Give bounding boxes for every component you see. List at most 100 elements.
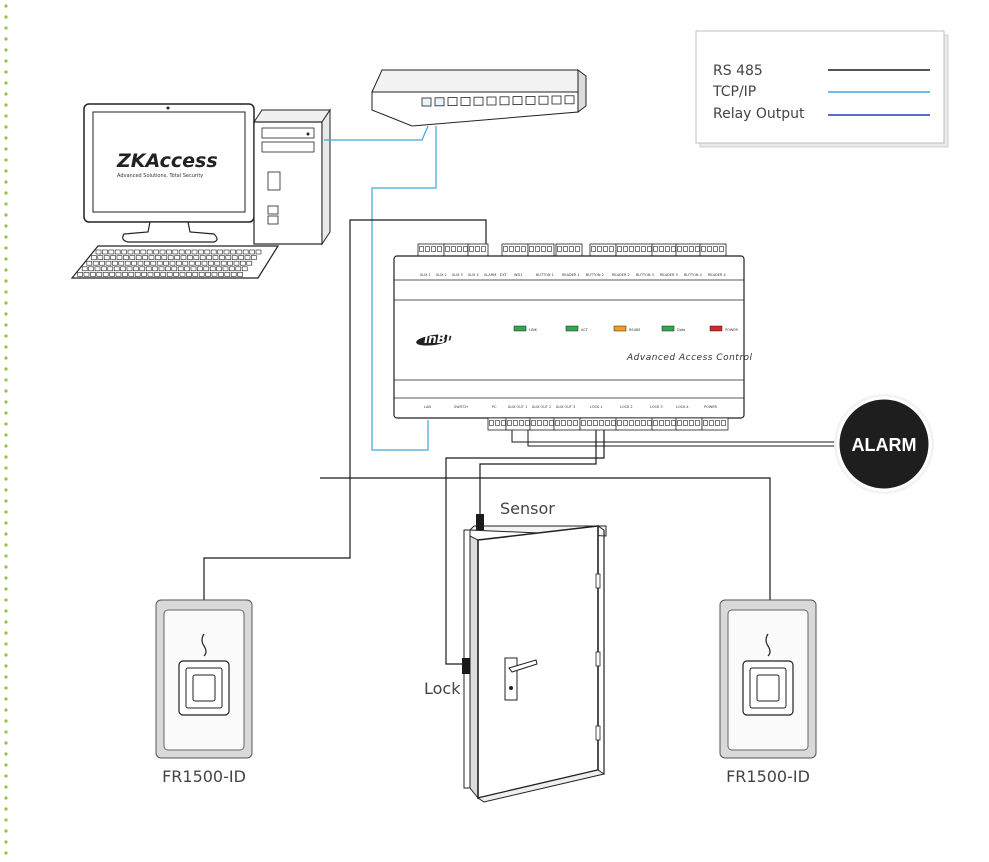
border-dot (4, 829, 8, 833)
border-dot (4, 488, 8, 492)
top-port-label: AUX 2 (436, 273, 447, 277)
terminal-block (443, 243, 471, 257)
border-dot (4, 521, 8, 525)
border-dot (4, 257, 8, 261)
border-dot (4, 554, 8, 558)
switch-port (525, 96, 536, 105)
border-dot (4, 37, 8, 41)
border-dot (4, 686, 8, 690)
top-port-label: READER 4 (708, 273, 726, 277)
switch-port (447, 97, 458, 106)
svg-text:ACT: ACT (581, 328, 589, 332)
terminal-block (675, 417, 703, 431)
border-dot (4, 455, 8, 459)
status-led: LINK (513, 325, 538, 332)
border-dot (4, 719, 8, 723)
border-dot (4, 158, 8, 162)
border-dot (4, 840, 8, 844)
border-dot (4, 642, 8, 646)
wire-rs485-reader-left (203, 219, 487, 602)
wire-rs485-reader-right (320, 477, 771, 602)
terminal-block (589, 243, 617, 257)
border-dot (4, 664, 8, 668)
border-dot (4, 356, 8, 360)
border-dot (4, 180, 8, 184)
bottom-port-label: LOCK 4 (676, 405, 689, 409)
top-port-label: READER 3 (660, 273, 678, 277)
terminal-block (553, 417, 581, 431)
bottom-port-label: AUX OUT 2 (532, 405, 551, 409)
border-dot (4, 598, 8, 602)
border-dot (4, 92, 8, 96)
bottom-port-label: LOCK 1 (590, 405, 603, 409)
border-dot (4, 631, 8, 635)
top-port-label: ALARM (484, 273, 496, 277)
border-dot (4, 565, 8, 569)
terminal-block (699, 243, 727, 257)
bottom-port-label: LOCK 3 (650, 405, 663, 409)
wire-tcpip-pc (324, 125, 429, 141)
switch-port (564, 95, 575, 105)
border-dot (4, 620, 8, 624)
terminal-block (527, 243, 555, 257)
border-dot (4, 818, 8, 822)
terminal-block (675, 243, 703, 257)
border-dot (4, 708, 8, 712)
door: Sensor Lock (424, 499, 607, 803)
alarm: ALARM (834, 394, 934, 494)
border-dot (4, 532, 8, 536)
bottom-port-label: SWITCH (454, 405, 468, 409)
border-dot (4, 114, 8, 118)
border-dot (4, 301, 8, 305)
border-dot (4, 785, 8, 789)
wire-lock (445, 430, 605, 665)
wire-tcpip-controller (371, 126, 437, 451)
border-dot (4, 653, 8, 657)
border-dot (4, 367, 8, 371)
border-dot (4, 125, 8, 129)
legend-label-rs485: RS 485 (713, 63, 763, 79)
terminal-block (615, 417, 655, 431)
top-port-label: AUX 4 (468, 273, 479, 277)
border-dot (4, 752, 8, 756)
status-led: POWER (709, 325, 739, 332)
status-led: Data (661, 325, 685, 332)
border-dot (4, 81, 8, 85)
top-port-label: WD1 (514, 273, 522, 277)
border-dot (4, 389, 8, 393)
bottom-port-label: AUX OUT 3 (556, 405, 575, 409)
controller-brand: inBIO (424, 332, 460, 346)
legend-box (695, 30, 945, 144)
border-dot (4, 807, 8, 811)
border-dot (4, 730, 8, 734)
door-leaf (477, 525, 599, 800)
switch-port (473, 96, 484, 106)
top-port-label: BUTTON 4 (684, 273, 703, 277)
switch-port (512, 96, 523, 105)
border-dot (4, 235, 8, 239)
terminal-block (651, 417, 679, 431)
terminal-block (501, 243, 529, 257)
wire-sensor (479, 430, 597, 516)
switch-port (538, 95, 549, 105)
wire-alarm-b (527, 430, 836, 447)
switch-port (421, 97, 432, 107)
border-dot (4, 48, 8, 52)
border-dot (4, 290, 8, 294)
border-dot (4, 224, 8, 228)
border-dot (4, 246, 8, 250)
top-port-label: BUTTON 1 (536, 273, 554, 277)
border-dot (4, 411, 8, 415)
bottom-port-label: LAN (424, 405, 431, 409)
top-port-label: READER 2 (612, 273, 630, 277)
svg-text:Data: Data (677, 328, 685, 332)
terminal-block (529, 417, 557, 431)
border-dot (4, 59, 8, 63)
border-dot (4, 70, 8, 74)
border-dot (4, 587, 8, 591)
border-dot (4, 26, 8, 30)
border-dot (4, 609, 8, 613)
terminal-block (417, 243, 445, 257)
bottom-port-label: PC (492, 405, 497, 409)
border-dot (4, 279, 8, 283)
